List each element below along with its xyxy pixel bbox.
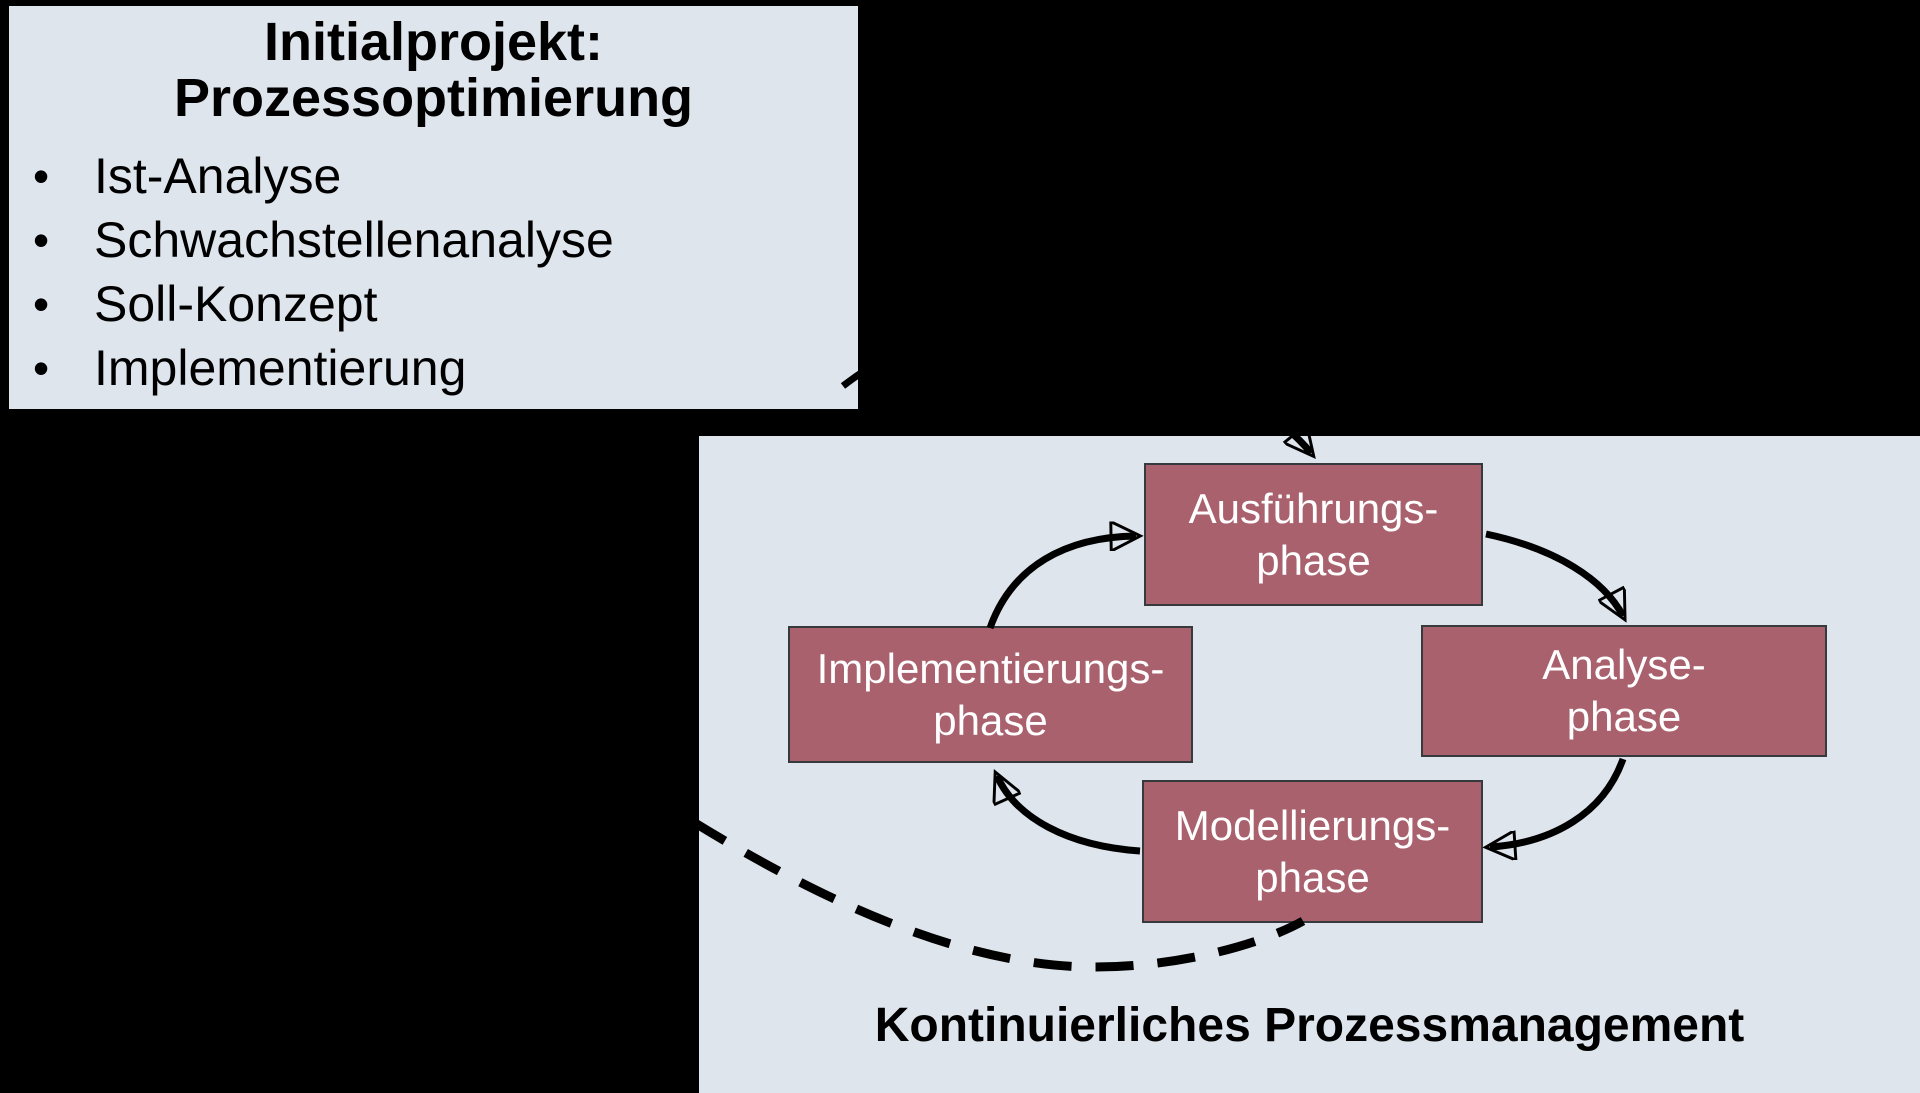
initial-project-title: Initialprojekt: Prozessoptimierung [9,14,858,126]
initial-project-title-line2: Prozessoptimierung [173,68,694,128]
phase-label-line2: phase [1256,536,1371,584]
bullet-item-implementierung: Implementierung [9,336,858,400]
phase-label-line1: Ausführungs- [1188,484,1439,532]
phase-label-line1: Implementierungs- [816,644,1165,692]
phase-box-analysephase: Analyse- phase [1421,625,1827,757]
bullet-item-soll-konzept: Soll-Konzept [9,272,858,336]
initial-project-bullet-list: Ist-Analyse Schwachstellenanalyse Soll-K… [9,144,858,400]
phase-label-line1: Analyse- [1542,641,1706,688]
arrow-initial-to-cycle-icon [840,322,1311,453]
initial-project-panel: Initialprojekt: Prozessoptimierung Ist-A… [9,6,858,409]
phase-box-implementierungsphase: Implementierungs- phase [788,626,1193,763]
phase-box-ausfuehrungsphase: Ausführungs- phase [1144,463,1483,606]
phase-label-line1: Modellierungs- [1174,801,1451,849]
phase-label-line2: phase [933,696,1048,744]
phase-label-line2: phase [1255,853,1370,901]
cycle-caption: Kontinuierliches Prozessmanagement [874,999,1745,1052]
phase-box-modellierungsphase: Modellierungs- phase [1142,780,1483,923]
phase-label-line2: phase [1566,693,1682,740]
bullet-item-schwachstellenanalyse: Schwachstellenanalyse [9,208,858,272]
initial-project-title-line1: Initialprojekt: [263,12,604,72]
bullet-item-ist-analyse: Ist-Analyse [9,144,858,208]
